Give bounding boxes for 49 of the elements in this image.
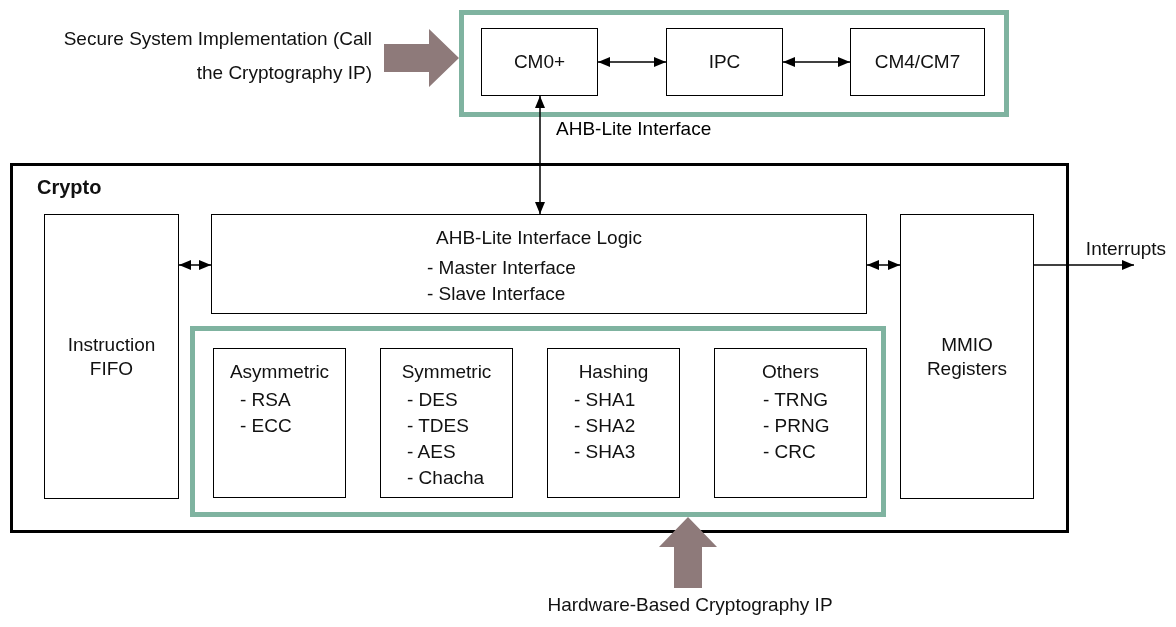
box-title: Hashing: [577, 360, 650, 384]
double-arrow: [178, 260, 212, 270]
bullet-item: - Slave Interface: [427, 282, 566, 306]
bullet-item: - PRNG: [763, 414, 830, 438]
process-box: [380, 348, 513, 498]
process-box: [850, 28, 985, 96]
box-title: Asymmetric: [228, 360, 331, 384]
box-label: Instruction FIFO: [66, 332, 157, 381]
bullet-item: - Chacha: [407, 466, 485, 490]
box-label: IPC: [708, 50, 741, 74]
process-box: [481, 28, 598, 96]
process-box: [547, 348, 680, 498]
box-title: Symmetric: [400, 360, 493, 384]
process-box: [213, 348, 346, 498]
bullet-item: - Master Interface: [427, 256, 576, 280]
bullet-item: - DES: [407, 388, 458, 412]
bullet-item: - RSA: [240, 388, 291, 412]
double-arrow: [535, 95, 545, 215]
arrow: [1033, 260, 1135, 270]
box-label: CM4/CM7: [874, 50, 961, 74]
module-frame: [10, 163, 1069, 533]
annotation-text: Secure System Implementation (Call the Cryptography IP): [54, 22, 384, 98]
double-arrow: [597, 57, 667, 67]
box-title: Others: [761, 360, 820, 384]
process-box: [714, 348, 867, 498]
double-arrow: [866, 260, 901, 270]
process-box: [666, 28, 783, 96]
box-label: CM0+: [513, 50, 566, 74]
block-arrow: [384, 29, 459, 87]
bullet-item: - AES: [407, 440, 456, 464]
box-title: AHB-Lite Interface Logic: [435, 226, 643, 250]
process-box: [211, 214, 867, 314]
annotation-text: Interrupts: [1076, 232, 1176, 265]
annotation-text: Hardware-Based Cryptography IP: [500, 588, 880, 624]
block-arrow: [659, 517, 717, 588]
process-box: [44, 214, 179, 499]
bullet-item: - SHA2: [574, 414, 636, 438]
bullet-item: - ECC: [240, 414, 292, 438]
bullet-item: - TRNG: [763, 388, 829, 412]
group-box: [459, 10, 1009, 117]
group-box: [190, 326, 886, 517]
bullet-item: - SHA1: [574, 388, 636, 412]
bullet-item: - SHA3: [574, 440, 636, 464]
bullet-item: - TDES: [407, 414, 469, 438]
box-label: MMIO Registers: [925, 332, 1009, 381]
module-title: Crypto: [37, 176, 102, 199]
double-arrow: [782, 57, 851, 67]
process-box: [900, 214, 1034, 499]
bullet-item: - CRC: [763, 440, 816, 464]
